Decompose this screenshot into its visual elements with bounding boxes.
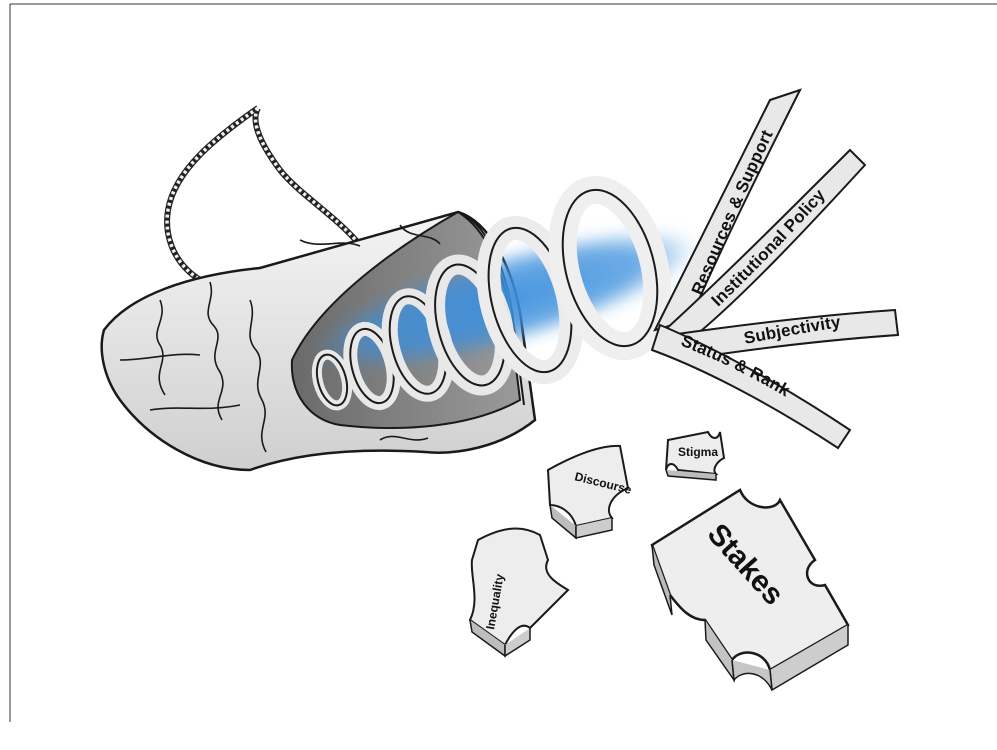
puzzle-piece-stakes: Stakes	[652, 490, 848, 690]
puzzle-piece-discourse: Discourse	[548, 446, 633, 538]
puzzle-piece-inequality: Inequality	[470, 529, 568, 656]
puzzle-piece-stigma: Stigma	[666, 432, 724, 480]
piece-label-stigma: Stigma	[678, 445, 718, 459]
